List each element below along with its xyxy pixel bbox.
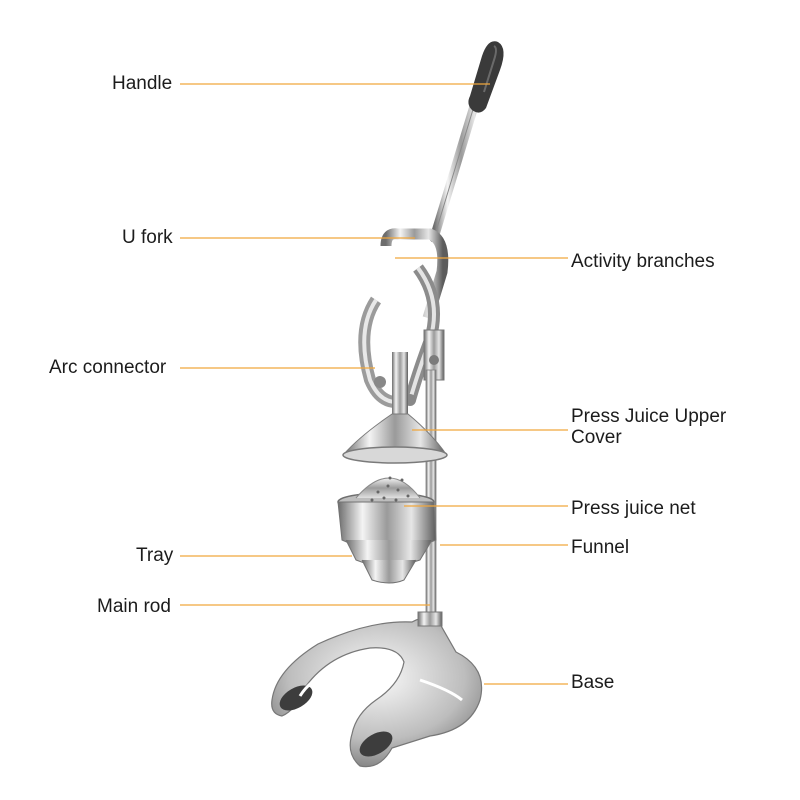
label-u-fork: U fork	[122, 227, 173, 248]
label-press-juice-net: Press juice net	[571, 498, 696, 519]
label-handle: Handle	[112, 73, 172, 94]
label-main-rod: Main rod	[97, 596, 171, 617]
label-funnel: Funnel	[571, 537, 629, 558]
label-activity-branches: Activity branches	[571, 251, 715, 272]
label-press-juice-upper-cover: Press Juice Upper Cover	[571, 406, 771, 448]
press-net-part	[356, 478, 420, 498]
label-tray: Tray	[136, 545, 173, 566]
label-base: Base	[571, 672, 614, 693]
handle-part	[434, 41, 504, 238]
tray-part	[338, 477, 436, 584]
label-arc-connector: Arc connector	[49, 357, 166, 378]
base-part	[272, 612, 482, 767]
